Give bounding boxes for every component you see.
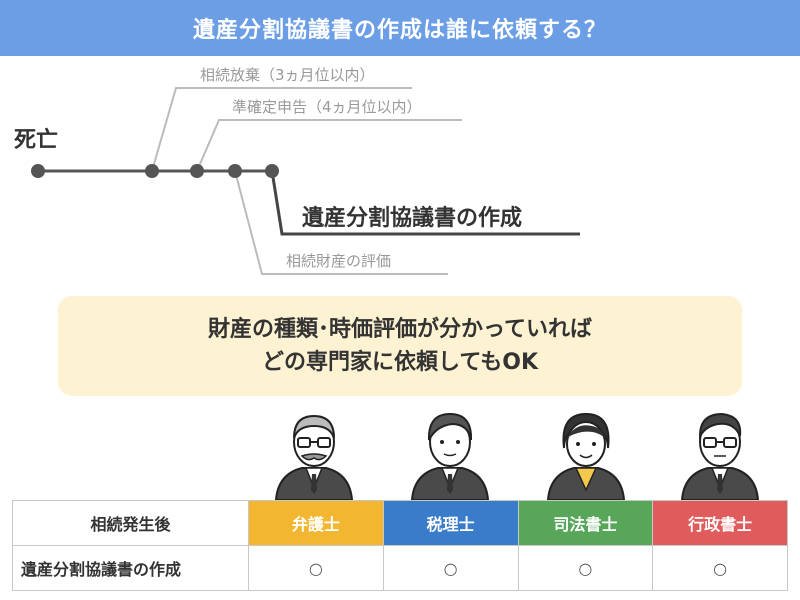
lawyer-avatar-icon [274,414,354,500]
timeline-diagram [31,87,580,275]
table-header-row: 相続発生後 弁護士 税理士 司法書士 行政書士 [12,500,788,546]
column-header-administrative-scrivener: 行政書士 [652,500,788,546]
judicial-scrivener-avatar-icon [546,412,626,500]
timeline-dot-start [31,164,45,178]
column-header-lawyer: 弁護士 [248,500,384,546]
timeline-dot-appraisal [228,164,242,178]
timeline-dot-renounce [145,164,159,178]
table-corner-cell: 相続発生後 [12,500,249,546]
branch-label-tax: 準確定申告（4ヵ月位以内） [232,98,422,116]
table-cell: ○ [517,545,654,591]
table-cell: ○ [652,545,788,591]
professional-comparison-table: 相続発生後 弁護士 税理士 司法書士 行政書士 遺産分割協議書の作成 ○ ○ ○… [12,500,788,591]
branch-line-division [270,170,580,236]
timeline-start-label: 死亡 [14,128,59,153]
timeline-dot-tax [190,164,204,178]
branch-line-appraisal [234,170,448,275]
table-row: 遺産分割協議書の作成 ○ ○ ○ ○ [12,545,788,591]
column-header-judicial-scrivener: 司法書士 [517,500,654,546]
page-title: 遺産分割協議書の作成は誰に依頼する？ [0,0,800,56]
callout-box: 財産の種類･時価評価が分かっていれば どの専門家に依頼してもOK [58,296,742,396]
timeline-dot-division [265,164,279,178]
branch-line-tax [196,119,462,172]
column-header-tax-accountant: 税理士 [382,500,519,546]
branch-label-division: 遺産分割協議書の作成 [302,206,523,231]
table-cell: ○ [382,545,519,591]
branch-line-renounce [151,87,412,172]
branch-label-appraisal: 相続財産の評価 [286,252,392,270]
callout-line-1: 財産の種類･時価評価が分かっていれば [208,317,592,342]
administrative-scrivener-avatar-icon [680,412,760,500]
tax-accountant-avatar-icon [410,412,490,500]
branch-label-renounce: 相続放棄（3ヵ月位以内） [200,66,375,84]
table-cell: ○ [248,545,384,591]
row-label-division-agreement: 遺産分割協議書の作成 [12,545,249,591]
callout-line-2: どの専門家に依頼してもOK [262,350,538,375]
